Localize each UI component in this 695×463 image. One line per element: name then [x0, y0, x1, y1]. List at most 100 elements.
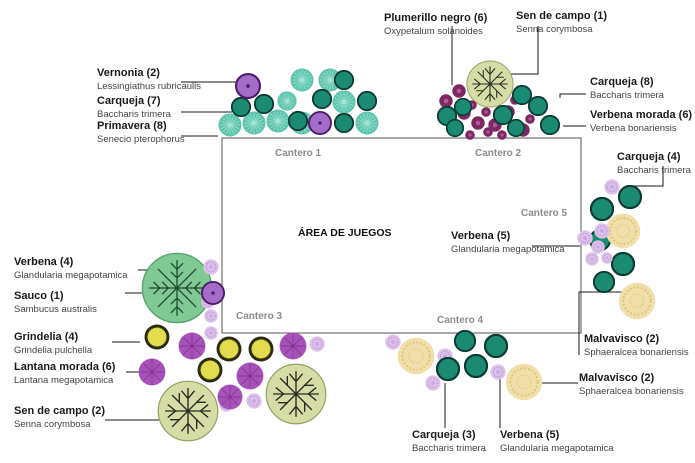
plant-name: Malvavisco (2) — [579, 372, 655, 384]
plumerillo-negro-symbol — [525, 114, 535, 124]
carqueja-symbol — [484, 334, 508, 358]
plant-species: Verbena bonariensis — [590, 123, 677, 134]
lantana-symbol — [279, 332, 307, 360]
plant-species: Glandularia megapotamica — [500, 443, 614, 454]
carqueja-symbol — [611, 252, 635, 276]
verbena-symbol — [204, 309, 218, 323]
carqueja-symbol — [254, 94, 274, 114]
plant-species: Grindelia pulchella — [14, 345, 93, 356]
verbena-symbol — [203, 259, 219, 275]
plant-species: Sphaeralcea bonariensis — [579, 386, 684, 397]
carqueja-symbol — [493, 105, 513, 125]
plant-label-carqueja-c4: Carqueja (3)Baccharis trimera — [412, 429, 486, 455]
vernonia-symbol — [308, 111, 332, 135]
verbena-symbol — [577, 230, 593, 246]
primavera-symbol — [277, 91, 297, 111]
sauco-symbol — [141, 252, 213, 324]
carqueja-symbol — [454, 330, 476, 352]
plumerillo-negro-symbol — [481, 107, 491, 117]
plant-species: Oxypetalum solanoides — [384, 26, 483, 37]
grindelia-symbol — [197, 357, 223, 383]
bed-label-cantero-1: Cantero 1 — [275, 148, 322, 159]
plant-species: Glandularia megapotamica — [451, 244, 565, 255]
grindelia-symbol — [144, 324, 170, 350]
verbena-symbol — [309, 336, 325, 352]
primavera-symbol — [332, 90, 356, 114]
plant-species: Baccharis trimera — [590, 90, 664, 101]
plant-name: Verbena (4) — [14, 256, 74, 268]
bed-label-cantero-2: Cantero 2 — [475, 148, 522, 159]
grindelia-symbol — [216, 336, 242, 362]
carqueja-symbol — [540, 115, 560, 135]
verbena-symbol — [585, 252, 599, 266]
carqueja-symbol — [446, 119, 464, 137]
carqueja-symbol — [590, 197, 614, 221]
vernonia-symbol — [201, 281, 225, 305]
carqueja-symbol — [334, 70, 354, 90]
primavera-symbol — [355, 111, 379, 135]
plant-name: Carqueja (3) — [412, 429, 476, 441]
plant-species: Sambucus australis — [14, 304, 97, 315]
plant-label-primavera: Primavera (8) Senecio pterophorus — [97, 120, 185, 146]
plant-label-grindelia: Grindelia (4)Grindelia pulchella — [14, 331, 92, 357]
plant-label-carqueja-c1: Carqueja (7) Baccharis trimera — [97, 95, 171, 121]
bed-label-cantero-3: Cantero 3 — [236, 311, 283, 322]
carqueja-symbol — [231, 97, 251, 117]
plant-label-sen-de-campo-c2: Sen de campo (1) Senna corymbosa — [516, 10, 607, 36]
carqueja-symbol — [357, 91, 377, 111]
carqueja-symbol — [507, 119, 525, 137]
carqueja-symbol — [334, 113, 354, 133]
malvavisco-symbol — [397, 337, 435, 375]
primavera-symbol — [290, 68, 314, 92]
plant-species: Glandularia megapotamica — [14, 270, 128, 281]
plant-name: Sen de campo (2) — [14, 405, 106, 417]
plumerillo-negro-symbol — [465, 130, 475, 140]
plant-name: Carqueja (7) — [97, 95, 161, 107]
malvavisco-symbol — [618, 282, 656, 320]
verbena-symbol — [204, 326, 218, 340]
verbena-symbol — [490, 364, 506, 380]
plant-name: Lantana morada (6) — [14, 361, 116, 373]
vernonia-symbol — [235, 73, 261, 99]
plant-label-malvavisco-c5: Malvavisco (2) Sphaeralcea bonariensis — [584, 333, 689, 359]
plant-species: Baccharis trimera — [617, 165, 691, 176]
plant-name: Malvavisco (2) — [584, 333, 660, 345]
malvavisco-symbol — [505, 363, 543, 401]
plant-label-vernonia: Vernonia (2)Lessingiathus rubricaulis — [97, 67, 201, 93]
verbena-symbol — [246, 393, 262, 409]
verbena-symbol — [604, 179, 620, 195]
verbena-symbol — [594, 223, 610, 239]
plant-species: Sphaeralcea bonariensis — [584, 347, 689, 358]
plant-label-carqueja-c2: Carqueja (8)Baccharis trimera — [590, 76, 664, 102]
plant-species: Lessingiathus rubricaulis — [97, 81, 202, 92]
plant-name: Verbena (5) — [500, 429, 560, 441]
carqueja-symbol — [288, 111, 308, 131]
plant-species: Senna corymbosa — [516, 24, 593, 35]
bed-label-cantero-4: Cantero 4 — [437, 315, 484, 326]
plant-label-sauco: Sauco (1) Sambucus australis — [14, 290, 97, 316]
plant-name: Sen de campo (1) — [516, 10, 608, 22]
plumerillo-negro-symbol — [483, 127, 493, 137]
carqueja-symbol — [312, 89, 332, 109]
carqueja-symbol — [512, 85, 532, 105]
plant-symbols — [138, 60, 656, 442]
plant-species: Senna corymbosa — [14, 419, 91, 430]
plant-name: Sauco (1) — [14, 290, 64, 302]
plant-species: Baccharis trimera — [97, 109, 171, 120]
play-area-label: ÁREA DE JUEGOS — [298, 227, 392, 239]
plant-name: Primavera (8) — [97, 120, 167, 132]
sen-de-campo-symbol — [466, 60, 514, 108]
plant-label-carqueja-c5: Carqueja (4) Baccharis trimera — [617, 151, 691, 177]
plant-name: Carqueja (4) — [617, 151, 681, 163]
plant-label-verbena-c5: Verbena (5) Glandularia megapotamica — [451, 230, 565, 256]
plant-species: Senecio pterophorus — [97, 134, 185, 145]
lantana-symbol — [236, 362, 264, 390]
lantana-symbol — [217, 384, 243, 410]
plant-label-sen-de-campo-c3: Sen de campo (2) Senna corymbosa — [14, 405, 105, 431]
verbena-symbol — [591, 240, 605, 254]
verbena-symbol — [425, 375, 441, 391]
plant-name: Verbena (5) — [451, 230, 511, 242]
bed-label-cantero-5: Cantero 5 — [521, 208, 568, 219]
sen-de-campo-symbol — [265, 363, 327, 425]
plumerillo-negro-symbol — [439, 94, 453, 108]
